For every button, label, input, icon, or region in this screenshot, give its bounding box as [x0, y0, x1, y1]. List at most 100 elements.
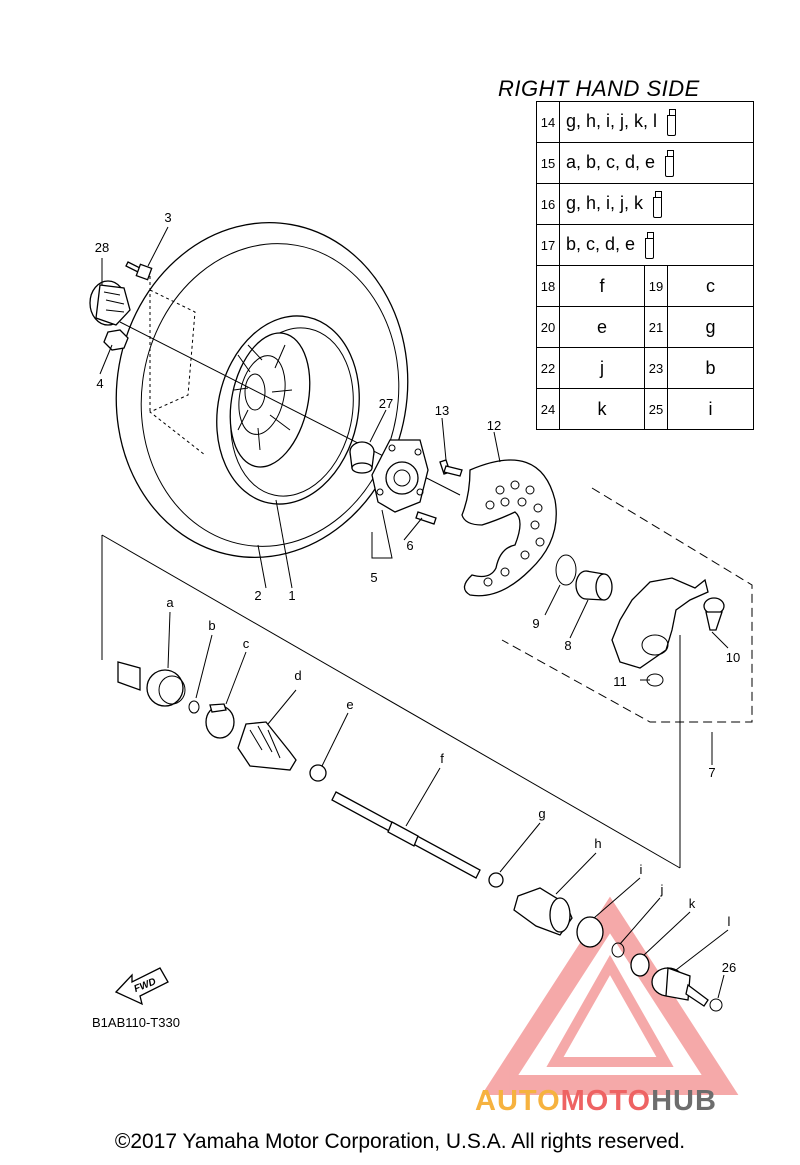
diagram-code: B1AB110-T330 [92, 1015, 180, 1030]
callout-10: 10 [726, 650, 740, 665]
circlip-j [611, 942, 625, 958]
callout-4: 4 [96, 376, 103, 391]
grease-tube-icon [653, 191, 663, 218]
callout-c: c [243, 636, 250, 651]
steering-knuckle [611, 577, 709, 669]
row-value: b, c, d, e [559, 224, 754, 266]
circlip [555, 554, 577, 586]
cv-joint-inner [651, 967, 709, 1007]
forward-arrow-icon: FWD [114, 967, 169, 1006]
callout-a: a [166, 595, 174, 610]
table-title: RIGHT HAND SIDE [498, 76, 700, 101]
brand-part-1: AUTO [475, 1085, 561, 1117]
callout-l: l [728, 914, 731, 929]
row-value: c [667, 265, 754, 307]
row-number: 14 [536, 101, 560, 143]
row-number: 21 [644, 306, 668, 348]
wheel-hub [371, 439, 429, 513]
row-value: g, h, i, j, k, l [559, 101, 754, 143]
row-number: 15 [536, 142, 560, 184]
grease-tube-icon [667, 109, 677, 136]
callout-12: 12 [487, 418, 501, 433]
grease-tube-icon [665, 150, 675, 177]
brake-disc [461, 459, 557, 597]
table-row: 20 e 21 g [536, 306, 754, 348]
bearing [575, 570, 613, 601]
ball-joint [703, 597, 725, 631]
disc-bolt [439, 459, 463, 477]
callout-b: b [208, 618, 215, 633]
callout-13: 13 [435, 403, 449, 418]
collar [349, 441, 375, 474]
row-number: 16 [536, 183, 560, 225]
callout-i: i [640, 862, 643, 877]
callout-7: 7 [708, 765, 715, 780]
grease-tube-icon [645, 232, 655, 259]
row-value: k [559, 388, 645, 430]
clip-g [488, 872, 504, 888]
wheel [229, 332, 311, 468]
callout-26: 26 [722, 960, 736, 975]
callout-e: e [346, 697, 353, 712]
row-number: 25 [644, 388, 668, 430]
callout-8: 8 [564, 638, 571, 653]
boot-band-i [576, 916, 604, 948]
callout-g: g [538, 806, 545, 821]
table-row: 14 g, h, i, j, k, l [536, 101, 754, 143]
wheel-nut [103, 329, 129, 351]
row-value: f [559, 265, 645, 307]
row-value: i [667, 388, 754, 430]
callout-j: j [660, 882, 664, 897]
brand-part-2: MOTO [560, 1085, 652, 1117]
watermark-logo [481, 896, 739, 1095]
row-value: b [667, 347, 754, 389]
boot-h [513, 887, 573, 936]
callout-1: 1 [288, 588, 295, 603]
ring-k [630, 953, 650, 977]
hub-cap [89, 280, 131, 326]
grease-reference-table: 14 g, h, i, j, k, l 15 a, b, c, d, e 16 … [536, 101, 754, 430]
callout-h: h [594, 836, 601, 851]
leader-lines [99, 226, 729, 999]
callout-2: 2 [254, 588, 261, 603]
boot-band-c [205, 703, 235, 739]
row-value: g [667, 306, 754, 348]
wheel-bolt [125, 261, 153, 281]
hub-bolt [415, 511, 437, 525]
row-number: 18 [536, 265, 560, 307]
drive-shaft [331, 791, 481, 879]
callout-6: 6 [406, 538, 413, 553]
callout-27: 27 [379, 396, 393, 411]
circlip-b [188, 700, 200, 714]
callout-f: f [440, 751, 444, 766]
table-row: 17 b, c, d, e [536, 224, 754, 266]
row-number: 22 [536, 347, 560, 389]
row-number: 19 [644, 265, 668, 307]
copyright-text: ©2017 Yamaha Motor Corporation, U.S.A. A… [114, 1130, 686, 1153]
row-value: g, h, i, j, k [559, 183, 754, 225]
callout-k: k [689, 896, 696, 911]
table-row: 18 f 19 c [536, 265, 754, 307]
callout-labels: 28 3 4 27 13 12 2 1 5 6 9 8 10 11 7 a b … [95, 210, 740, 975]
callout-5: 5 [370, 570, 377, 585]
row-number: 23 [644, 347, 668, 389]
boot-band-e [309, 764, 327, 782]
cv-joint-outer [117, 661, 186, 707]
table-row: 24 k 25 i [536, 388, 754, 430]
row-value: j [559, 347, 645, 389]
row-number: 24 [536, 388, 560, 430]
table-row: 15 a, b, c, d, e [536, 142, 754, 184]
table-row: 16 g, h, i, j, k [536, 183, 754, 225]
row-value: e [559, 306, 645, 348]
row-number: 17 [536, 224, 560, 266]
callout-11: 11 [613, 674, 627, 689]
row-number: 20 [536, 306, 560, 348]
callout-9: 9 [532, 616, 539, 631]
callout-28: 28 [95, 240, 109, 255]
table-row: 22 j 23 b [536, 347, 754, 389]
row-value: a, b, c, d, e [559, 142, 754, 184]
brand-logo: AUTOMOTOHUB [475, 1085, 717, 1118]
brand-part-3: HUB [651, 1085, 717, 1117]
